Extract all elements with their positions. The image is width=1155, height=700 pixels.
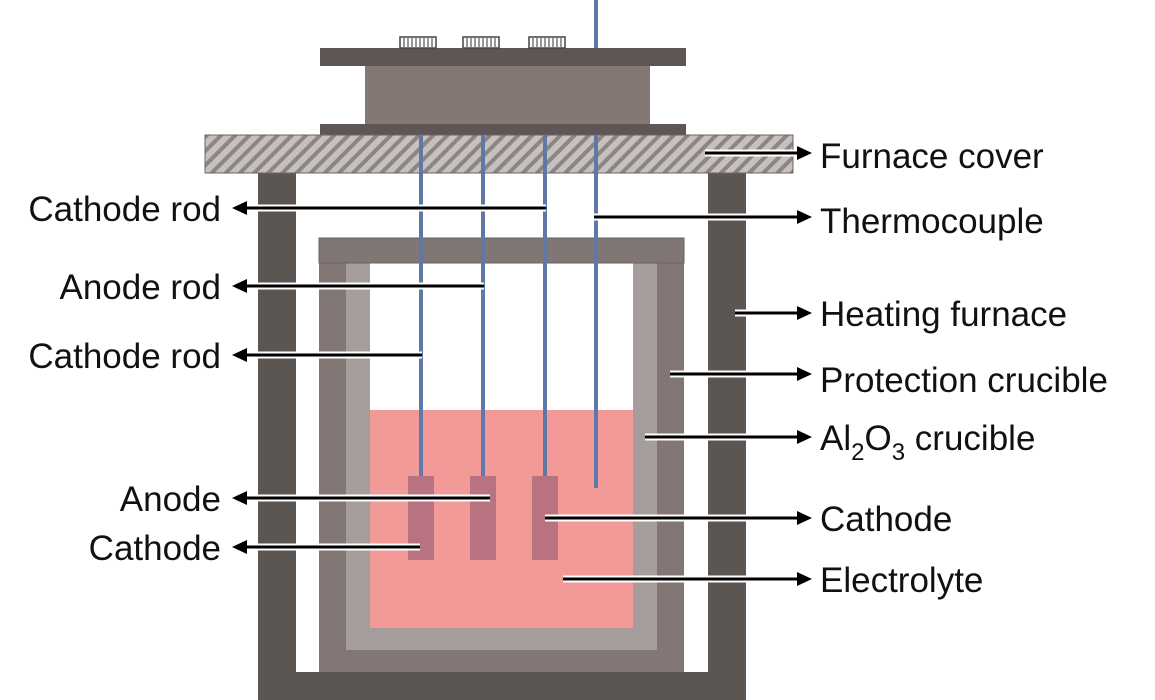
label-cathode-rod-left: Cathode rod xyxy=(28,337,221,376)
label-protection-crucible: Protection crucible xyxy=(820,361,1108,400)
rods xyxy=(419,0,598,488)
electrodes xyxy=(408,476,558,560)
bottom-plate xyxy=(320,124,686,136)
thermocouple-rod xyxy=(594,0,598,488)
cathode-rod-right xyxy=(543,133,547,478)
anode-electrode xyxy=(470,476,496,560)
al2o3-mid: O xyxy=(864,419,891,458)
terminal-knob-3 xyxy=(528,36,566,49)
label-al2o3-crucible: Al2O3 crucible xyxy=(820,419,1035,466)
label-cathode-left: Cathode xyxy=(89,529,221,568)
left-labels: Cathode rod Anode rod Cathode rod Anode … xyxy=(28,190,221,568)
label-thermocouple: Thermocouple xyxy=(820,202,1044,241)
crucible-lid xyxy=(318,237,685,264)
top-block xyxy=(365,66,650,124)
top-plate xyxy=(320,48,686,66)
furnace-bottom xyxy=(258,672,746,700)
right-labels: Furnace cover Thermocouple Heating furna… xyxy=(820,137,1108,600)
right-leaders xyxy=(545,146,812,586)
terminal-knob-1 xyxy=(399,36,437,49)
label-cathode-rod-top: Cathode rod xyxy=(28,190,221,229)
furnace-left-wall xyxy=(258,172,296,700)
al2o3-subscript-1: 2 xyxy=(851,439,864,466)
furnace-cover xyxy=(204,134,794,174)
cathode-rod-left xyxy=(419,133,423,478)
label-anode: Anode xyxy=(120,480,221,519)
rods-through-cover xyxy=(419,135,598,173)
label-cathode-right: Cathode xyxy=(820,500,952,539)
al2o3-suffix: crucible xyxy=(905,419,1035,458)
label-anode-rod: Anode rod xyxy=(59,268,221,307)
anode-rod xyxy=(481,133,485,478)
terminal-knob-2 xyxy=(462,36,500,49)
label-furnace-cover: Furnace cover xyxy=(820,137,1044,176)
al2o3-prefix: Al xyxy=(820,419,851,458)
label-heating-furnace: Heating furnace xyxy=(820,295,1067,334)
label-electrolyte: Electrolyte xyxy=(820,561,983,600)
left-leaders xyxy=(232,201,546,554)
top-assembly xyxy=(320,36,686,136)
al2o3-subscript-2: 3 xyxy=(892,439,905,466)
